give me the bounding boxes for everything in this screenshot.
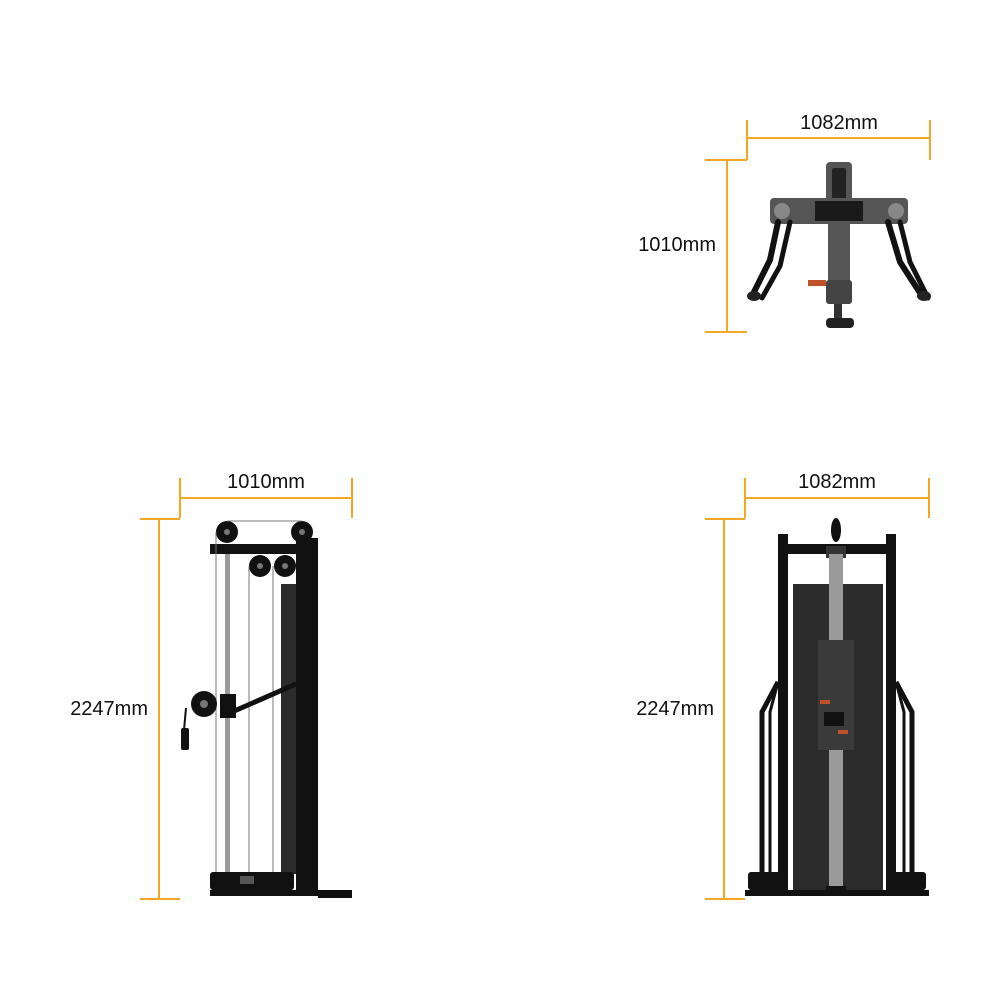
- top-depth-dimension: [705, 159, 747, 333]
- top-width-label: 1082mm: [800, 112, 878, 134]
- front-height-label: 2247mm: [636, 698, 714, 720]
- top-width-dimension: [746, 120, 931, 160]
- front-height-dimension: [705, 518, 745, 900]
- side-height-label: 2247mm: [70, 698, 148, 720]
- dimension-lines: [140, 120, 931, 900]
- side-view-machine: [181, 520, 352, 898]
- top-depth-label: 1010mm: [638, 234, 716, 256]
- side-width-label: 1010mm: [227, 471, 305, 493]
- front-width-dimension: [744, 478, 930, 518]
- side-height-dimension: [140, 518, 180, 900]
- top-view-machine: [747, 162, 931, 328]
- side-width-dimension: [179, 478, 353, 518]
- front-view-machine: [745, 518, 929, 896]
- front-width-label: 1082mm: [798, 471, 876, 493]
